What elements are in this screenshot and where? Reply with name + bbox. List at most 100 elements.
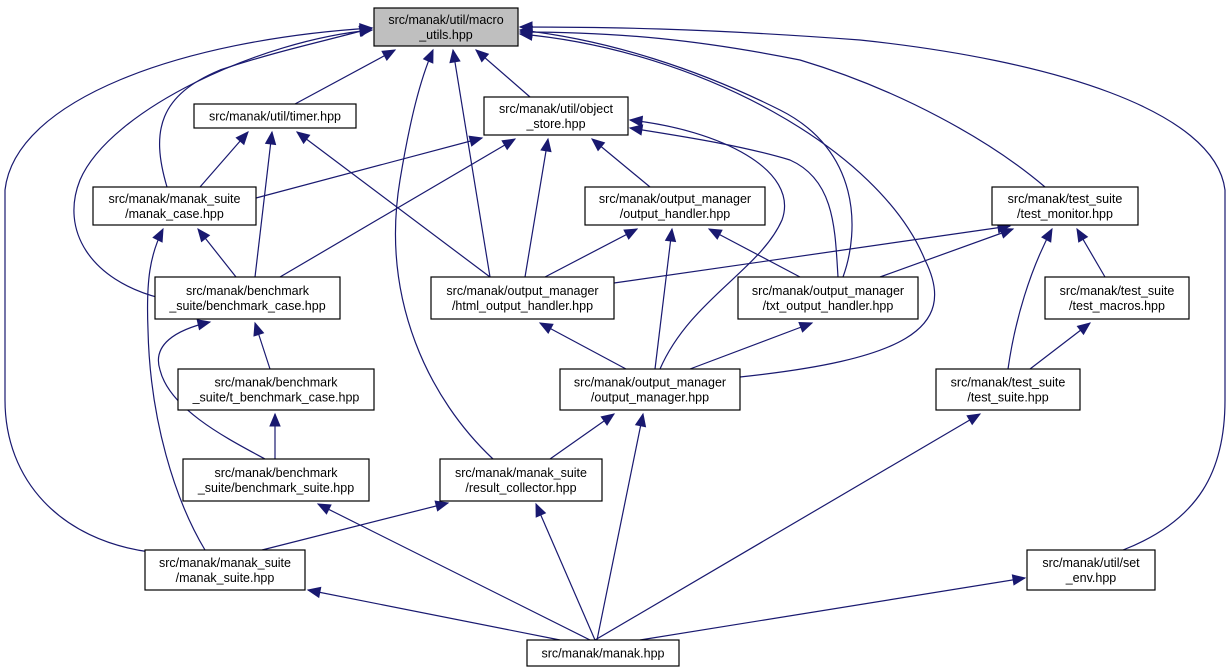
edge-arrowhead xyxy=(359,23,374,35)
node-macro-utils[interactable]: src/manak/util/macro_utils.hpp xyxy=(373,7,519,47)
node-label-line: /html_output_handler.hpp xyxy=(452,299,593,313)
node-timer[interactable]: src/manak/util/timer.hpp xyxy=(193,103,357,129)
edge-arrowhead xyxy=(264,130,277,146)
edge-t_benchmark_case-to-benchmark_case xyxy=(253,321,271,370)
edge-output_manager-to-object_store xyxy=(628,115,785,370)
edges-layer xyxy=(4,21,1226,641)
edge-benchmark_suite-to-benchmark_case xyxy=(157,319,266,460)
node-result-collector[interactable]: src/manak/manak_suite/result_collector.h… xyxy=(439,458,603,502)
node-box[interactable] xyxy=(430,276,615,320)
edge-manak_suite-to-result_collector xyxy=(261,500,450,551)
edge-arrowhead xyxy=(966,413,982,426)
node-output-handler[interactable]: src/manak/output_manager/output_handler.… xyxy=(584,186,766,226)
node-label-line: /manak_suite.hpp xyxy=(176,571,275,585)
node-test-monitor[interactable]: src/manak/test_suite/test_monitor.hpp xyxy=(991,186,1139,226)
edge-line xyxy=(549,413,615,460)
edge-line xyxy=(294,49,396,105)
node-label-line: /manak_case.hpp xyxy=(125,207,224,221)
edge-output_manager-to-txt_output_handler xyxy=(689,322,814,370)
node-label-line: src/manak/test_suite xyxy=(951,376,1066,390)
node-label-line: src/manak/benchmark xyxy=(215,466,339,480)
node-label-line: src/manak/output_manager xyxy=(599,192,751,206)
node-manak-case[interactable]: src/manak/manak_suite/manak_case.hpp xyxy=(92,186,257,226)
node-label-line: _suite/benchmark_suite.hpp xyxy=(197,481,354,495)
node-box[interactable] xyxy=(373,7,519,47)
edge-arrowhead xyxy=(316,503,332,515)
node-box[interactable] xyxy=(177,368,375,411)
edge-arrowhead xyxy=(197,227,211,243)
node-box[interactable] xyxy=(439,458,603,502)
edge-test_suite-to-test_macros xyxy=(1029,322,1092,370)
node-box[interactable] xyxy=(737,276,919,320)
edge-arrowhead xyxy=(295,131,311,145)
edge-test_suite-to-test_monitor xyxy=(1007,227,1053,370)
edge-line xyxy=(519,26,1226,551)
edge-txt_output_handler-to-macro_utils xyxy=(518,25,853,278)
node-label-line: /output_handler.hpp xyxy=(620,207,731,221)
node-box[interactable] xyxy=(991,186,1139,226)
node-object-store[interactable]: src/manak/util/object_store.hpp xyxy=(483,96,629,136)
edge-arrowhead xyxy=(381,49,397,61)
node-label-line: src/manak/output_manager xyxy=(446,284,598,298)
node-label-line: _utils.hpp xyxy=(418,28,473,42)
edge-line xyxy=(1007,228,1053,370)
node-set-env[interactable]: src/manak/util/set_env.hpp xyxy=(1026,549,1156,591)
edge-line xyxy=(613,225,1011,284)
edge-benchmark_case-to-manak_case xyxy=(197,227,237,278)
edge-arrowhead xyxy=(1076,227,1089,243)
node-output-manager[interactable]: src/manak/output_manager/output_manager.… xyxy=(559,368,741,411)
node-box[interactable] xyxy=(1026,549,1156,591)
edge-line xyxy=(535,503,596,641)
node-label-line: _suite/benchmark_case.hpp xyxy=(168,299,325,313)
node-box[interactable] xyxy=(526,639,680,667)
edge-arrowhead xyxy=(600,413,616,426)
edge-arrowhead xyxy=(538,322,554,334)
edge-line xyxy=(1029,322,1091,370)
node-html-output-handler[interactable]: src/manak/output_manager/html_output_han… xyxy=(430,276,615,320)
node-label-line: src/manak/manak.hpp xyxy=(542,647,665,661)
edge-arrowhead xyxy=(628,124,644,136)
node-box[interactable] xyxy=(193,103,357,129)
node-label-line: src/manak/output_manager xyxy=(574,376,726,390)
node-test-suite[interactable]: src/manak/test_suite/test_suite.hpp xyxy=(935,368,1081,411)
node-t-benchmark-case[interactable]: src/manak/benchmark_suite/t_benchmark_ca… xyxy=(177,368,375,411)
edge-txt_output_handler-to-object_store xyxy=(628,124,839,278)
edge-benchmark_suite-to-t_benchmark_case xyxy=(269,412,281,459)
node-box[interactable] xyxy=(154,276,341,320)
node-box[interactable] xyxy=(144,549,306,591)
edge-manak_case-to-timer xyxy=(199,131,249,188)
node-box[interactable] xyxy=(935,368,1081,411)
edge-line xyxy=(279,138,516,278)
edge-txt_output_handler-to-test_monitor xyxy=(879,227,1015,278)
node-box[interactable] xyxy=(483,96,629,136)
node-label-line: src/manak/util/macro xyxy=(388,13,503,27)
node-manak-suite[interactable]: src/manak/manak_suite/manak_suite.hpp xyxy=(144,549,306,591)
node-test-macros[interactable]: src/manak/test_suite/test_macros.hpp xyxy=(1044,276,1190,320)
edge-benchmark_case-to-timer xyxy=(254,130,277,278)
node-box[interactable] xyxy=(92,186,257,226)
node-box[interactable] xyxy=(182,458,370,502)
edge-arrowhead xyxy=(664,227,677,243)
edge-benchmark_case-to-macro_utils xyxy=(73,25,374,299)
node-benchmark-suite[interactable]: src/manak/benchmark_suite/benchmark_suit… xyxy=(182,458,370,502)
node-label-line: /test_monitor.hpp xyxy=(1017,207,1113,221)
edge-arrowhead xyxy=(999,227,1015,239)
edge-arrowhead xyxy=(535,502,547,518)
edge-manak-to-test_suite xyxy=(594,413,982,641)
edge-line xyxy=(519,29,853,278)
node-label-line: src/manak/manak_suite xyxy=(159,556,291,570)
edge-set_env-to-macro_utils xyxy=(518,21,1226,551)
edge-arrowhead xyxy=(1076,322,1092,336)
edge-arrowhead xyxy=(634,412,647,428)
node-txt-output-handler[interactable]: src/manak/output_manager/txt_output_hand… xyxy=(737,276,919,320)
node-box[interactable] xyxy=(559,368,741,411)
edge-line xyxy=(261,502,449,551)
edge-manak_suite-to-manak_case xyxy=(146,227,206,551)
node-benchmark-case[interactable]: src/manak/benchmark_suite/benchmark_case… xyxy=(154,276,341,320)
edge-arrowhead xyxy=(1011,574,1027,586)
node-box[interactable] xyxy=(584,186,766,226)
edge-line xyxy=(159,27,373,188)
node-box[interactable] xyxy=(1044,276,1190,320)
node-manak[interactable]: src/manak/manak.hpp xyxy=(526,639,680,667)
